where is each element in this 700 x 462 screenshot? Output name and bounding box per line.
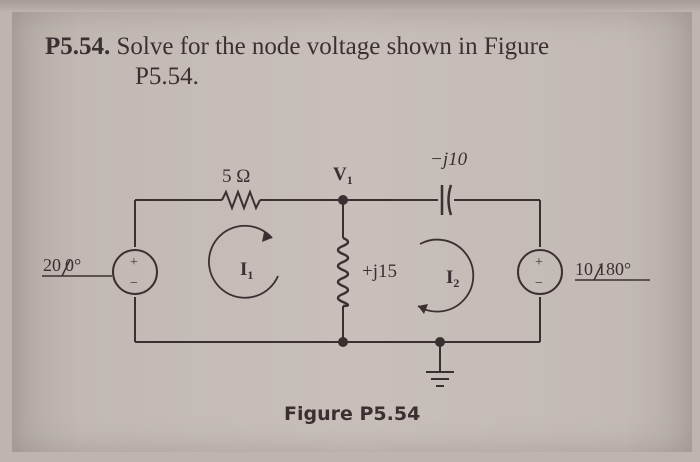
problem-statement: P5.54. Solve for the node voltage shown … xyxy=(45,32,549,92)
mesh-2-arrowhead xyxy=(418,304,428,314)
voltage-source-left xyxy=(112,249,158,295)
textbook-page xyxy=(12,12,692,452)
phasor-left-angle xyxy=(61,259,71,277)
figure-caption: Figure P5.54 xyxy=(284,403,420,425)
mesh-1-arrowhead xyxy=(262,232,272,242)
resistor-5ohm xyxy=(221,189,261,211)
resistor-label: 5 Ω xyxy=(222,166,250,187)
voltage-source-right xyxy=(517,249,563,295)
source-left-minus: − xyxy=(130,276,138,291)
capacitor-label: −j10 xyxy=(430,149,468,170)
source-right-angle-text: 180° xyxy=(597,259,631,279)
node-bottom-dot xyxy=(338,337,348,347)
mesh-2-label: I2 xyxy=(446,267,459,290)
source-left-magnitude: 20 xyxy=(43,255,61,275)
mesh-1-label: I1 xyxy=(240,259,253,282)
problem-line-2: P5.54. xyxy=(135,63,199,90)
capacitor-plate-right xyxy=(447,184,453,216)
node-v1-label: V1 xyxy=(333,164,353,187)
node-v1-dot xyxy=(338,195,348,205)
mesh-1-sub: 1 xyxy=(247,268,253,282)
inductor-j15 xyxy=(336,236,350,308)
node-ground-dot xyxy=(435,337,445,347)
source-right-minus: − xyxy=(535,276,543,291)
node-v1-main: V xyxy=(333,164,347,185)
mesh-1-main: I xyxy=(240,259,247,280)
inductor-label: +j15 xyxy=(362,261,397,282)
problem-number: P5.54. xyxy=(45,33,111,60)
phasor-right-angle xyxy=(593,263,603,281)
mesh-current-1-arrow xyxy=(208,224,279,299)
problem-text: Solve for the node voltage shown in Figu… xyxy=(116,33,550,60)
problem-line-1: P5.54. Solve for the node voltage shown … xyxy=(45,32,549,62)
mesh-current-2-arrow xyxy=(417,238,475,313)
source-right-magnitude: 10 xyxy=(575,259,593,279)
mesh-2-sub: 2 xyxy=(453,276,459,290)
mesh-2-main: I xyxy=(446,267,453,288)
ground-symbol xyxy=(426,371,454,387)
source-right-plus: + xyxy=(535,255,543,270)
source-left-angle-text: 0° xyxy=(65,255,81,275)
source-left-plus: + xyxy=(130,255,138,270)
node-v1-sub: 1 xyxy=(347,173,353,187)
